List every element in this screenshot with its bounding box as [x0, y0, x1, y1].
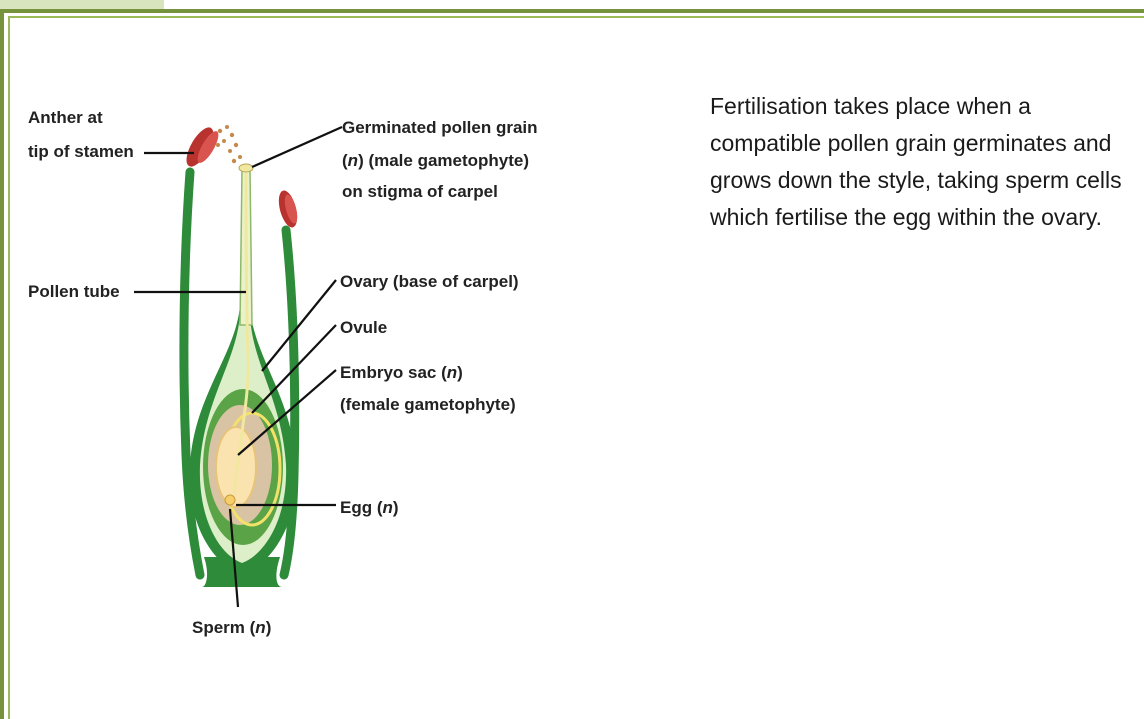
diagram-svg: Anther at tip of stamen Germinated polle… — [14, 95, 610, 667]
left-anther — [181, 123, 222, 170]
label-pollen-grain-3: on stigma of carpel — [342, 182, 498, 201]
label-anther-2: tip of stamen — [28, 142, 134, 161]
pollen-grains-scattered — [216, 125, 242, 163]
pollen-grain — [239, 164, 253, 172]
label-anther: Anther at — [28, 108, 103, 127]
label-ovule: Ovule — [340, 318, 387, 337]
label-pollen-grain-2: (n) (male gametophyte) — [342, 151, 529, 170]
pollen-grain-leader — [252, 127, 342, 167]
label-ovary: Ovary (base of carpel) — [340, 272, 519, 291]
label-pollen-tube: Pollen tube — [28, 282, 120, 301]
label-sperm: Sperm (n) — [192, 618, 271, 637]
egg-cell — [225, 495, 235, 505]
fertilisation-description: Fertilisation takes place when a compati… — [710, 88, 1135, 236]
ovary-leader — [262, 280, 336, 371]
label-pollen-grain-1: Germinated pollen grain — [342, 118, 538, 137]
right-anther — [275, 189, 300, 230]
label-embryo-sac-1: Embryo sac (n) — [340, 363, 463, 382]
flower-fertilisation-diagram: Anther at tip of stamen Germinated polle… — [14, 95, 610, 667]
label-embryo-sac-2: (female gametophyte) — [340, 395, 516, 414]
label-egg: Egg (n) — [340, 498, 399, 517]
